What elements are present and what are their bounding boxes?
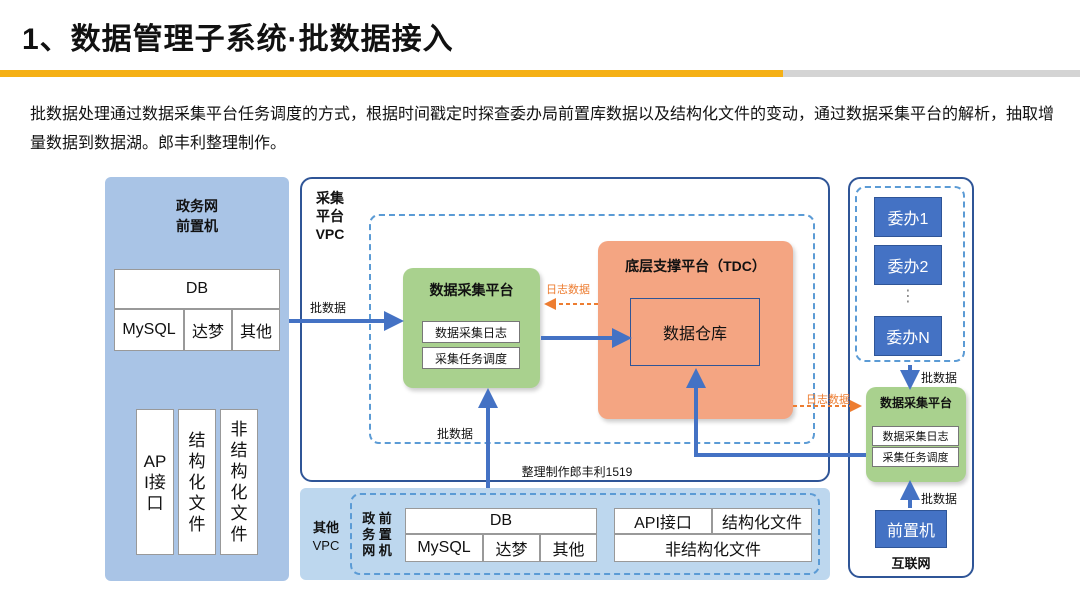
arrow-internet-to-warehouse [686,368,866,457]
label-batch-right-top: 批数据 [921,371,958,385]
intro-paragraph: 批数据处理通过数据采集平台任务调度的方式，根据时间戳定时探查委办局前置库数据以及… [30,106,1055,152]
db-mysql: MySQL [114,309,184,351]
watermark-text: 整理制作郎丰利1519 [497,463,657,480]
collect-log-box: 数据采集日志 [422,321,520,343]
internet-log-box: 数据采集日志 [872,426,959,446]
label-batch-right-bottom: 批数据 [921,492,958,506]
structured-files: 结 构 化 文 件 [178,409,216,555]
bureau-dashed-area [855,186,965,362]
other-unstructured-files: 非结构化文件 [614,534,812,562]
internet-label: 互联网 [891,556,931,571]
collect-vpc-label: 采集 平台 VPC [315,190,345,242]
api-interface: AP I接口 [136,409,174,555]
other-structured-files: 结构化文件 [712,508,812,534]
other-db-other: 其他 [540,534,597,562]
other-gov-frontend-label: 政 前 务 置 网 机 [362,511,392,558]
gov-frontend-label: 政务网 前置机 [176,198,218,234]
collect-platform-title: 数据采集平台 [429,282,514,298]
other-db-dameng: 达梦 [483,534,540,562]
internet-collect-platform-title: 数据采集平台 [879,396,952,410]
other-vpc-dashed-area [350,493,820,575]
page-title: 1、数据管理子系统·批数据接入 [22,23,454,56]
collect-vpc-dashed-area [369,214,815,444]
label-log-right: 日志数据 [806,394,850,406]
title-underline-accent [0,70,783,77]
other-db-mysql: MySQL [405,534,483,562]
db-other: 其他 [232,309,280,351]
bureau-ellipsis: ⋮ [900,288,916,305]
internet-frontend: 前置机 [875,510,947,548]
title-underline-gray [783,70,1080,77]
other-api-interface: API接口 [614,508,712,534]
bureau-2: 委办2 [874,245,942,285]
tdc-title: 底层支撑平台（TDC） [625,258,766,274]
other-vpc-label: 其他 VPC [312,520,340,553]
db-dameng: 达梦 [184,309,232,351]
unstructured-files: 非 结 构 化 文 件 [220,409,258,555]
internet-schedule-box: 采集任务调度 [872,447,959,467]
collect-schedule-box: 采集任务调度 [422,347,520,369]
label-log-top: 日志数据 [546,284,590,296]
internet-container [848,177,974,578]
db-header: DB [114,269,280,309]
other-db-header: DB [405,508,597,534]
bureau-1: 委办1 [874,197,942,237]
label-batch-left: 批数据 [310,301,347,315]
collect-vpc-container [300,177,830,482]
label-batch-bottom: 批数据 [437,427,474,441]
bureau-n: 委办N [874,316,942,356]
